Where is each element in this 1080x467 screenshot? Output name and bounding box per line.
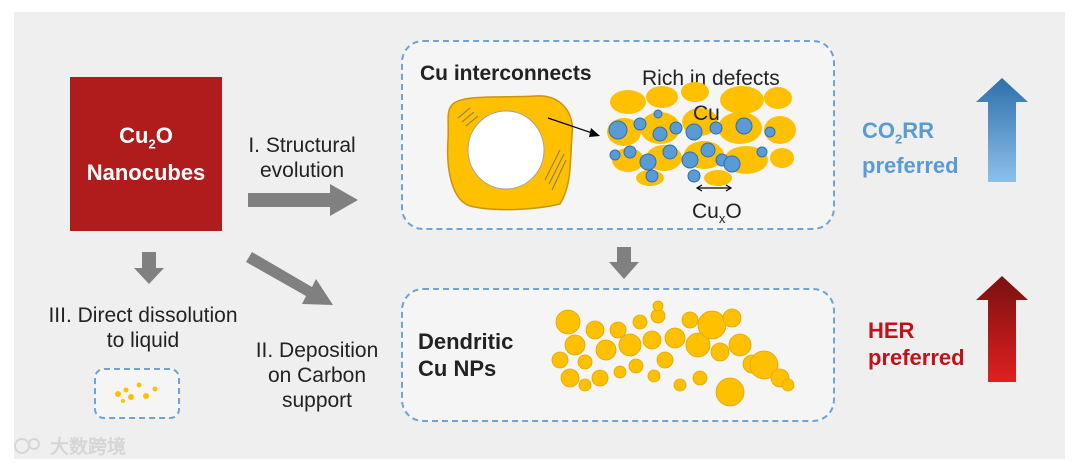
dendrite-np [681, 311, 699, 329]
cu2o-nanocube-box: Cu2O Nanocubes [70, 77, 222, 231]
cu-particle [610, 90, 646, 114]
dendrite-np [728, 333, 752, 357]
cuxo-particle [700, 142, 716, 158]
cu-particle [720, 86, 764, 114]
dendrite-np [560, 368, 580, 388]
cuxo-particle [633, 117, 647, 131]
arrow-structural [248, 184, 358, 216]
cuxo-particle [653, 109, 663, 119]
zoom-pointer-arrow [547, 117, 599, 136]
dendrite-np [715, 377, 745, 407]
cuxo-particle [681, 151, 699, 169]
cuxo-particle [645, 169, 659, 183]
dendrite-np [697, 310, 727, 340]
dendrite-np [555, 309, 581, 335]
cuxo-particle [687, 169, 701, 183]
dendrite-np [577, 354, 593, 370]
watermark-logo-icon [14, 437, 40, 454]
particle [123, 387, 129, 393]
dendrite-np [652, 300, 664, 312]
dendrite-np [595, 339, 617, 361]
dendrite-np [613, 365, 627, 379]
co2rr-preferred-label: CO2RR preferred [862, 118, 959, 179]
shell-texture-lines [457, 107, 567, 191]
cuxo-particle [723, 155, 741, 173]
gray-arrows [134, 184, 639, 305]
dendrite-np [781, 378, 795, 392]
cuxo-particle [609, 149, 621, 161]
cu-particle [704, 170, 732, 186]
cuxo-particles [608, 109, 776, 183]
cuxo-particle [608, 120, 628, 140]
dendrite-np [673, 378, 687, 392]
dendrite-np [591, 369, 609, 387]
cuxo-particle [652, 126, 668, 142]
dendrite-np [578, 378, 592, 392]
her-up-arrow [976, 276, 1028, 382]
cuxo-particle [639, 153, 657, 171]
dendrite-np [656, 351, 674, 369]
rich-in-defects-label: Rich in defects [642, 67, 780, 90]
cuxo-size-marker [695, 184, 733, 192]
arrow-interconnect-to-dendritic [609, 247, 639, 279]
cu-particle [770, 148, 794, 168]
cuxo-particle [623, 145, 637, 159]
particle [115, 391, 121, 397]
cu-particle [764, 87, 792, 109]
dendrite-np [642, 330, 662, 350]
dendrite-np [749, 350, 779, 380]
dendrite-np [551, 351, 569, 369]
watermark-text: 大数跨境 [50, 436, 127, 458]
dendrite-np [628, 358, 644, 374]
arrow-deposition [246, 252, 333, 305]
particle [143, 393, 149, 399]
particle [121, 399, 125, 403]
dendrite-np [609, 321, 627, 339]
dendrite-np [632, 314, 648, 330]
dendrite-np [564, 334, 586, 356]
dendrite-np [585, 320, 605, 340]
cu-particle [646, 86, 678, 108]
cu-interconnects-title: Cu interconnects [420, 62, 592, 85]
cu-particle [681, 82, 709, 102]
cu2o-formula: Cu2O [119, 122, 173, 152]
cuxo-particle [735, 117, 753, 135]
dissolution-box [94, 368, 180, 419]
cuxo-particle [764, 126, 776, 138]
particle [152, 386, 158, 392]
cuxo-particle [685, 123, 703, 141]
dendrite-np [692, 370, 708, 386]
dendrite-np [685, 332, 711, 358]
dendritic-cu-particles [551, 300, 795, 407]
particle [128, 394, 134, 400]
cuxo-particle [662, 144, 678, 160]
particle [136, 382, 142, 388]
cu-label: Cu [693, 102, 720, 125]
cuxo-particle [709, 121, 723, 135]
dendrite-np [722, 308, 742, 328]
dendrite-np [647, 369, 661, 383]
watermark: 大数跨境 [12, 432, 126, 459]
zoom-pointer-arrowhead [589, 128, 600, 137]
dendrite-np [664, 327, 686, 349]
dissolved-particles [115, 382, 158, 403]
nanocubes-label: Nanocubes [86, 160, 206, 186]
arrow-direct-dissolution [134, 252, 164, 284]
dendrite-np [618, 333, 642, 357]
her-preferred-label: HER preferred [868, 318, 965, 370]
shell-cavity [467, 110, 545, 190]
cuxo-label: CuxO [692, 200, 742, 227]
co2rr-up-arrow [976, 78, 1028, 182]
dendrite-np [710, 342, 730, 362]
cuxo-particle [756, 146, 768, 158]
cuxo-particle [669, 121, 683, 135]
